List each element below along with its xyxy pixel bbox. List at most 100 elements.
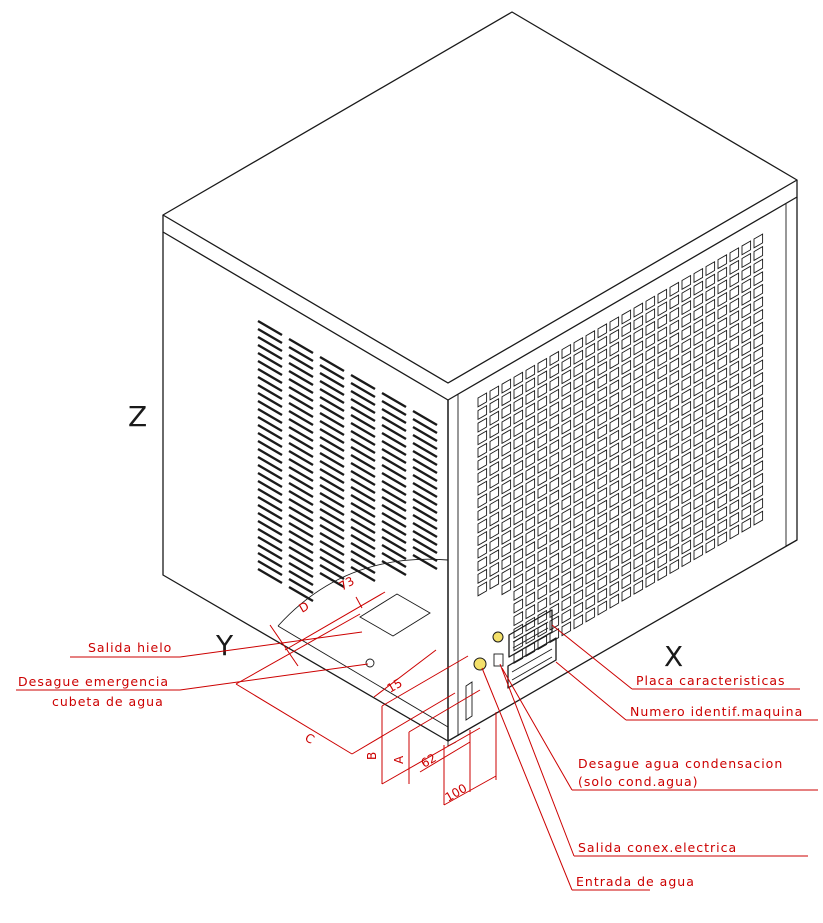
grille-cell — [645, 522, 656, 538]
grille-cell — [681, 299, 692, 316]
grille-cell — [741, 341, 752, 357]
grille-cell — [717, 367, 728, 383]
louver-slot — [288, 553, 314, 571]
grille-cell — [705, 487, 716, 504]
louver-slot — [257, 495, 283, 513]
grille-cell — [753, 434, 764, 451]
grille-cell — [549, 577, 560, 593]
grille-cell — [621, 435, 632, 451]
grille-cell — [489, 574, 500, 590]
grille-cell — [741, 366, 752, 382]
grille-cell — [549, 489, 560, 505]
grille-cell — [537, 521, 548, 537]
louver-slot — [288, 385, 314, 403]
louver-slot — [350, 381, 376, 399]
grille-cell — [585, 380, 596, 396]
grille-cell — [513, 459, 524, 476]
grille-cell — [573, 450, 584, 466]
grille-cell — [585, 456, 596, 472]
louver-slot — [350, 469, 376, 487]
grille-cell — [633, 579, 644, 595]
louver-slot — [288, 425, 314, 443]
louver-slot — [350, 525, 376, 543]
grille-cell — [705, 336, 716, 352]
grille-cell — [609, 442, 620, 458]
louver-slot — [288, 473, 314, 491]
louver-slot — [288, 361, 314, 379]
louver-slot — [257, 431, 283, 449]
plate-line — [512, 627, 549, 649]
grille-cell — [669, 533, 680, 549]
water-inlet-fitting — [473, 657, 487, 671]
callout-solo-cond: (solo cond.agua) — [578, 774, 699, 789]
grille-cell — [705, 437, 716, 453]
grille-cell — [741, 454, 752, 470]
dim-ext — [381, 655, 469, 707]
grille-cell — [573, 538, 584, 554]
louver-slot — [257, 567, 283, 585]
louver-slot — [381, 463, 407, 481]
grille-cell — [597, 461, 608, 478]
grille-cell — [537, 559, 548, 575]
plate-line — [512, 621, 549, 643]
grille-cell — [561, 545, 572, 561]
grille-cell — [681, 362, 692, 379]
grille-cell — [561, 558, 572, 574]
grille-cell — [717, 480, 728, 497]
grille-cell — [477, 392, 488, 408]
grille-cell — [645, 295, 656, 311]
grille-cell — [741, 391, 752, 407]
louver-slot — [319, 403, 345, 421]
grille-cell — [573, 475, 584, 491]
grille-cell — [693, 456, 704, 473]
louver-slot — [350, 453, 376, 471]
grille-cell — [537, 433, 548, 449]
grille-cell — [741, 315, 752, 332]
grille-cell — [513, 396, 524, 413]
louver-slot — [381, 543, 407, 561]
louver-slot — [350, 557, 376, 575]
louver-slot — [319, 467, 345, 485]
grille-cell — [549, 615, 560, 631]
grille-cell — [669, 319, 680, 335]
grille-cell — [609, 366, 620, 382]
grille-cell — [513, 447, 524, 463]
louver-slot — [412, 505, 438, 523]
louver-slot — [381, 551, 407, 569]
grille-cell — [597, 398, 608, 415]
grille-cell — [705, 374, 716, 390]
grille-cell — [729, 499, 740, 515]
grille-cell — [633, 441, 644, 457]
grille-cell — [597, 524, 608, 541]
grille-cell — [597, 411, 608, 427]
louver-slot — [319, 483, 345, 501]
grille-cell — [741, 404, 752, 420]
grille-cell — [597, 486, 608, 503]
grille-cell — [717, 531, 728, 547]
grille-cell — [573, 513, 584, 529]
callout-numero: Numero identif.maquina — [630, 704, 803, 719]
grille-cell — [681, 274, 692, 291]
grille-cell — [741, 328, 752, 344]
grille-cell — [489, 385, 500, 401]
grille-cell — [669, 382, 680, 398]
grille-cell — [717, 329, 728, 345]
top-face — [162, 11, 798, 384]
grille-cell — [681, 312, 692, 328]
louver-slot — [319, 387, 345, 405]
grille-cell — [573, 601, 584, 617]
grille-cell — [693, 494, 704, 510]
callout-salida-hielo: Salida hielo — [88, 640, 172, 655]
louver-slot — [412, 529, 438, 547]
dim-100-line — [443, 775, 497, 806]
grille-cell — [525, 578, 536, 595]
louver-slot — [288, 377, 314, 395]
louver-slot — [381, 447, 407, 465]
grille-cell — [645, 333, 656, 349]
grille-cell — [477, 556, 488, 572]
louver-slot — [319, 411, 345, 429]
grille-cell — [717, 354, 728, 371]
grille-cell — [693, 444, 704, 460]
grille-cell — [657, 364, 668, 380]
